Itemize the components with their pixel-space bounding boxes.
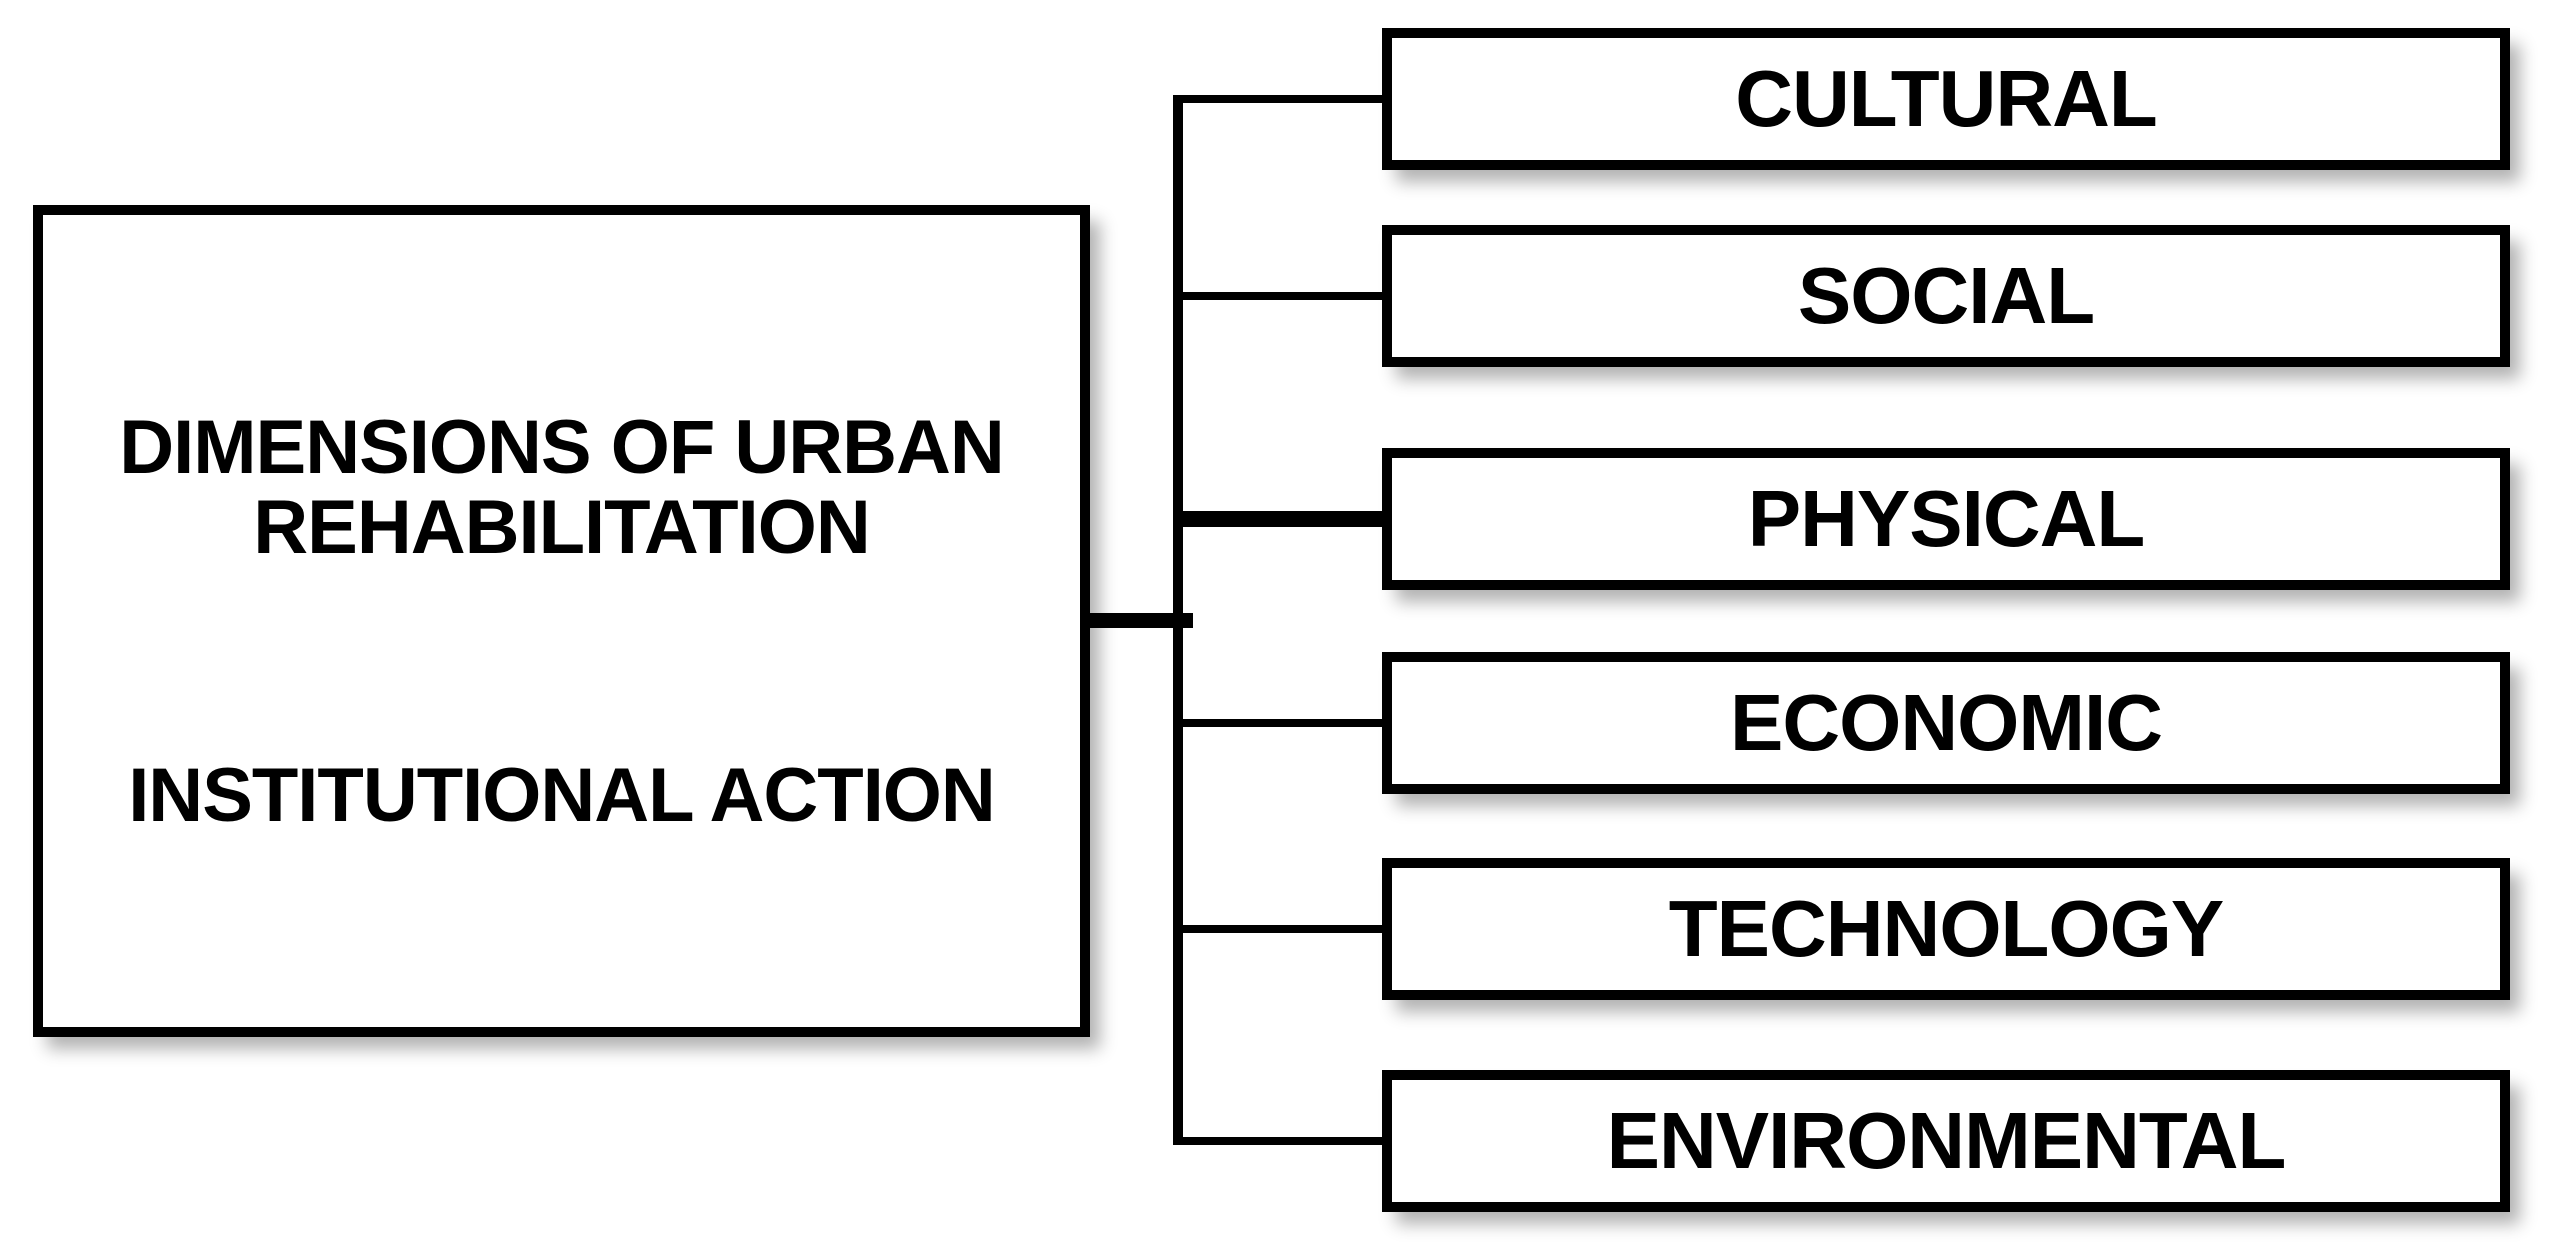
child-box-cultural: CULTURAL — [1382, 28, 2510, 170]
child-box-technology: TECHNOLOGY — [1382, 858, 2510, 1000]
branch-economic — [1173, 719, 1385, 727]
child-label-physical: PHYSICAL — [1747, 474, 2145, 563]
child-box-economic: ECONOMIC — [1382, 652, 2510, 794]
branch-technology — [1173, 925, 1385, 933]
root-box-title: DIMENSIONS OF URBAN REHABILITATION — [119, 405, 1005, 570]
branch-environmental — [1173, 1137, 1385, 1145]
root-box-subtitle: INSTITUTIONAL ACTION — [128, 752, 996, 838]
child-label-environmental: ENVIRONMENTAL — [1606, 1096, 2287, 1185]
child-label-cultural: CULTURAL — [1735, 54, 2158, 143]
child-label-technology: TECHNOLOGY — [1668, 884, 2224, 973]
root-title-line-2: REHABILITATION — [253, 485, 870, 570]
connector-root-to-spine — [1083, 613, 1193, 628]
connector-spine — [1173, 95, 1183, 1145]
branch-cultural — [1173, 95, 1385, 103]
child-box-social: SOCIAL — [1382, 225, 2510, 367]
child-label-economic: ECONOMIC — [1730, 678, 2163, 767]
child-box-physical: PHYSICAL — [1382, 448, 2510, 590]
child-label-social: SOCIAL — [1797, 251, 2095, 340]
root-title-line-1: DIMENSIONS OF URBAN — [119, 405, 1005, 491]
branch-physical — [1173, 511, 1385, 527]
root-box: DIMENSIONS OF URBAN REHABILITATION INSTI… — [33, 205, 1090, 1037]
branch-social — [1173, 292, 1385, 300]
child-box-environmental: ENVIRONMENTAL — [1382, 1070, 2510, 1212]
